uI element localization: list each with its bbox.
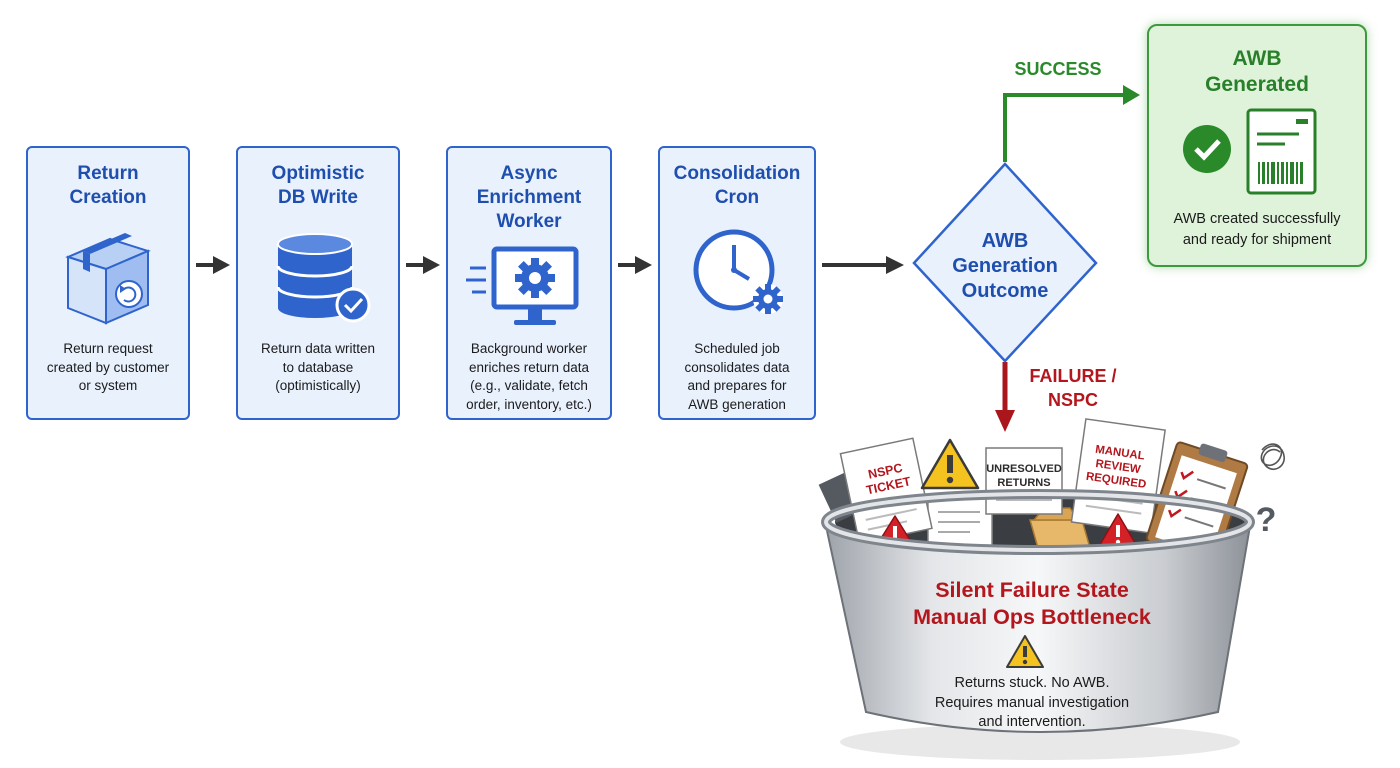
step-description: Return request created by customer or sy… bbox=[34, 340, 182, 396]
bucket-title-line: Silent Failure State bbox=[935, 578, 1129, 602]
step-description: Scheduled job consolidates data and prep… bbox=[666, 340, 808, 414]
step-title-line: Creation bbox=[69, 187, 147, 208]
bucket-shadow bbox=[840, 724, 1240, 760]
tangle-scribble-icon bbox=[1260, 443, 1285, 471]
unresolved-returns-label: UNRESOLVED RETURNS bbox=[982, 462, 1066, 490]
bucket-body bbox=[821, 489, 1255, 733]
step-title: Consolidation Cron bbox=[660, 162, 814, 210]
step-title-line: Return bbox=[77, 163, 139, 184]
database-check-icon bbox=[276, 233, 371, 323]
bucket-desc-line: and intervention. bbox=[978, 714, 1086, 730]
arrow-creation-to-dbwrite bbox=[196, 256, 230, 274]
step-desc-line: or system bbox=[78, 378, 138, 393]
paper-label-line: UNRESOLVED bbox=[986, 463, 1062, 475]
step-consolidation-cron: Consolidation Cron Scheduled job consoli… bbox=[658, 146, 816, 420]
awb-generated-box: AWB Generated bbox=[1147, 24, 1367, 267]
bucket-desc-line: Returns stuck. No AWB. bbox=[954, 675, 1110, 691]
step-desc-line: created by customer bbox=[46, 359, 170, 375]
clock-gear-icon bbox=[693, 229, 783, 314]
step-title-line: Cron bbox=[714, 187, 760, 208]
step-title: Async Enrichment Worker bbox=[448, 162, 610, 234]
decision-label-line: Outcome bbox=[961, 280, 1049, 302]
step-desc-line: enriches return data bbox=[468, 359, 590, 375]
monitor-gear-icon bbox=[466, 246, 579, 325]
check-circle-icon bbox=[1183, 125, 1231, 173]
failure-edge-label-line: NSPC bbox=[1047, 390, 1098, 410]
step-title-line: DB Write bbox=[278, 187, 358, 208]
step-desc-line: and prepares for bbox=[687, 378, 787, 393]
step-desc-line: (optimistically) bbox=[275, 378, 361, 393]
awb-icons bbox=[1183, 108, 1317, 195]
paper-label-line: RETURNS bbox=[997, 477, 1051, 489]
bucket-description: Returns stuck. No AWB. Requires manual i… bbox=[870, 674, 1194, 733]
question-mark: ? bbox=[1255, 501, 1277, 539]
success-edge-label: SUCCESS bbox=[1014, 59, 1102, 79]
step-title-line: Async bbox=[500, 163, 558, 184]
awb-desc-line: and ready for shipment bbox=[1182, 232, 1332, 248]
decision-label-line: Generation bbox=[952, 255, 1058, 277]
decision-label: AWB Generation Outcome bbox=[925, 229, 1085, 304]
step-title: Optimistic DB Write bbox=[238, 162, 398, 210]
step-desc-line: Return request bbox=[63, 341, 153, 356]
arrow-enrichment-to-cron bbox=[618, 256, 652, 274]
step-optimistic-db-write: Optimistic DB Write Return data written … bbox=[236, 146, 400, 420]
awb-generated-description: AWB created successfully and ready for s… bbox=[1155, 209, 1359, 251]
arrow-failure bbox=[995, 362, 1015, 432]
step-description: Background worker enriches return data (… bbox=[454, 340, 604, 414]
bucket-desc-line: Requires manual investigation bbox=[934, 694, 1130, 711]
step-title-line: Worker bbox=[496, 211, 562, 232]
bucket-title: Silent Failure State Manual Ops Bottlene… bbox=[850, 577, 1214, 631]
step-desc-line: Scheduled job bbox=[694, 341, 780, 356]
bucket-title-line: Manual Ops Bottleneck bbox=[913, 605, 1151, 629]
awb-generated-title: AWB Generated bbox=[1149, 46, 1365, 98]
step-title-line: Consolidation bbox=[673, 163, 801, 184]
step-title-line: Optimistic bbox=[271, 163, 365, 184]
arrow-dbwrite-to-enrichment bbox=[406, 256, 440, 274]
awb-document-icon bbox=[1246, 108, 1317, 195]
step-title-line: Enrichment bbox=[476, 187, 582, 208]
step-title: Return Creation bbox=[28, 162, 188, 210]
step-desc-line: AWB generation bbox=[688, 396, 786, 412]
arrow-success bbox=[1003, 85, 1140, 162]
warning-icon bbox=[1006, 635, 1044, 668]
step-description: Return data written to database (optimis… bbox=[244, 340, 392, 396]
step-desc-line: order, inventory, etc.) bbox=[466, 396, 592, 412]
awb-title-line: AWB bbox=[1232, 47, 1282, 70]
step-desc-line: Background worker bbox=[470, 341, 588, 356]
step-return-creation: Return Creation Return request created b… bbox=[26, 146, 190, 420]
failure-edge-label: FAILURE / NSPC bbox=[1020, 364, 1126, 412]
step-desc-line: to database bbox=[282, 359, 354, 375]
arrow-cron-to-decision bbox=[822, 256, 904, 274]
awb-desc-line: AWB created successfully bbox=[1173, 211, 1341, 227]
decision-label-line: AWB bbox=[981, 230, 1029, 252]
failure-edge-label-line: FAILURE / bbox=[1029, 366, 1117, 386]
step-async-enrichment-worker: Async Enrichment Worker Background worke… bbox=[446, 146, 612, 420]
warning-icon bbox=[920, 438, 980, 490]
awb-title-line: Generated bbox=[1205, 73, 1309, 96]
package-return-icon bbox=[65, 233, 151, 325]
step-desc-line: (e.g., validate, fetch bbox=[470, 378, 588, 393]
step-desc-line: consolidates data bbox=[684, 359, 790, 375]
step-desc-line: Return data written bbox=[260, 341, 376, 356]
unresolved-returns-paper bbox=[985, 447, 1063, 515]
